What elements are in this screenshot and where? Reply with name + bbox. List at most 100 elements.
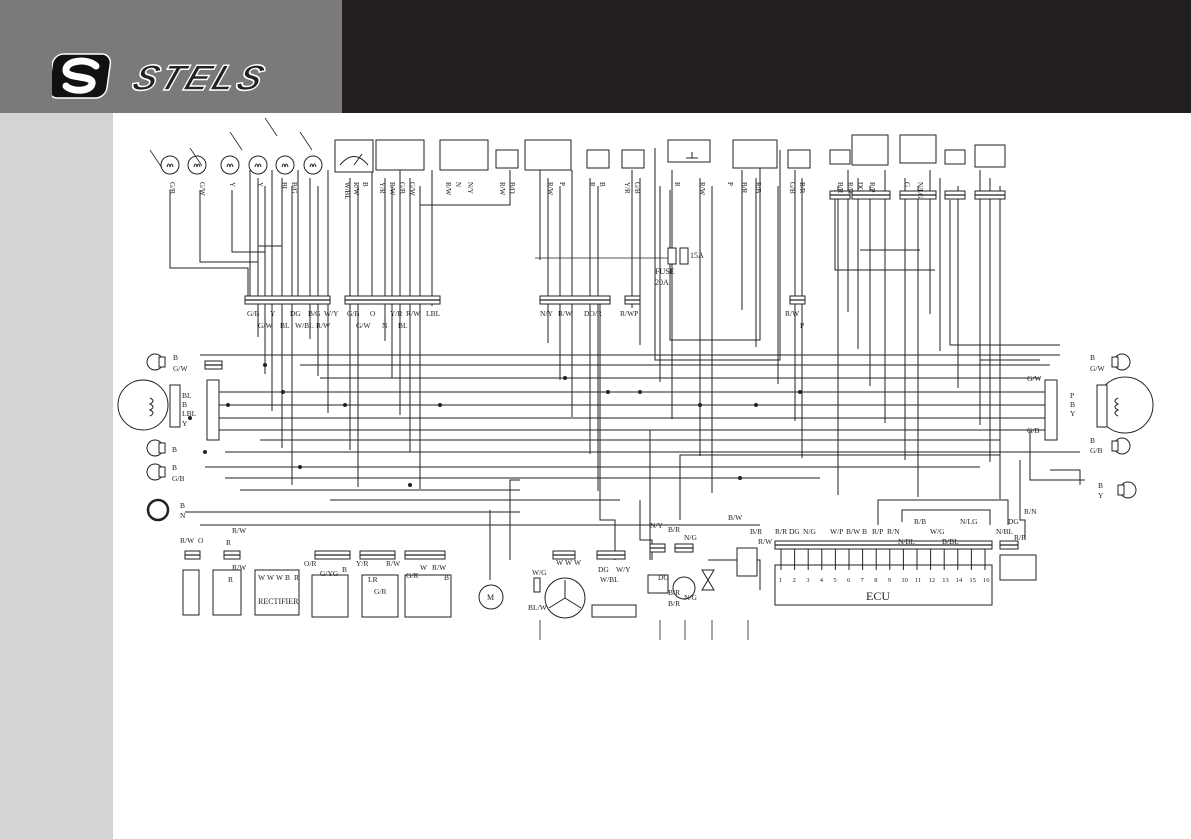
- bottom-wire-label: Y/R: [356, 559, 369, 568]
- lamp-wire-label: LBL: [182, 409, 197, 418]
- lamp-socket: [1111, 356, 1119, 368]
- left-harness-connector: [206, 379, 220, 441]
- bottom-wire-label: B: [285, 573, 290, 582]
- junction-dot: [563, 376, 567, 380]
- lamp-wire-label: B: [1090, 436, 1095, 445]
- wire: [199, 190, 258, 263]
- ecu-wire-label: N/BL: [898, 537, 916, 546]
- ecu-wire-label: R/P: [1014, 533, 1025, 542]
- lamp-wire-label: G/B: [172, 474, 185, 483]
- top-wire-label: BL: [280, 182, 288, 191]
- wire: [548, 597, 566, 609]
- wire: [231, 190, 265, 253]
- lamp-wire-label: N: [180, 511, 186, 520]
- top-wire-label: B/R: [740, 182, 748, 194]
- bottom-wire-label: W/G: [532, 568, 547, 577]
- connector-label: R/WP: [620, 309, 638, 318]
- top-wire-label: N: [454, 182, 462, 187]
- bottom-wire-label: B/R: [668, 588, 680, 597]
- sensor-block: [851, 134, 889, 166]
- sensor-connector: [829, 149, 851, 165]
- bulb-filament: [281, 163, 289, 168]
- connector-label: Y/R: [390, 309, 403, 318]
- bottom-wire-label: O: [198, 536, 204, 545]
- ecu-pin-number: 6: [847, 577, 851, 584]
- bottom-wire-label: N/G: [684, 533, 698, 542]
- junction-dot: [408, 483, 412, 487]
- wire: [1019, 460, 1026, 540]
- indicator-bulb-icon: [248, 155, 268, 175]
- bottom-wire-label: DG: [598, 565, 609, 574]
- ecu-wire-label: R/R: [775, 527, 787, 536]
- bottom-wire-label: B/R: [750, 527, 762, 536]
- switch-block: [439, 139, 489, 171]
- bulb-filament: [309, 163, 317, 168]
- indicator-bulb-icon: [303, 155, 323, 175]
- junction-dot: [343, 403, 347, 407]
- connector-label: G/B: [347, 309, 360, 318]
- brake-switch: [361, 574, 399, 618]
- sensor-connector: [944, 149, 966, 165]
- motor-label: M: [487, 593, 494, 602]
- ecu-pin-number: 13: [942, 577, 949, 584]
- top-wire-label: R/W: [444, 182, 452, 196]
- connector-label: R/W: [785, 309, 800, 318]
- ignition-switch: [524, 139, 572, 171]
- wire: [708, 559, 761, 590]
- ecu-wire-label: DG: [1008, 517, 1019, 526]
- top-wire-label: G/B: [398, 182, 406, 194]
- connector-label: P: [800, 321, 804, 330]
- connector-label: R/W: [316, 321, 331, 330]
- headlight-icon: [117, 379, 169, 431]
- wire: [299, 131, 313, 151]
- bottom-wire-label: B: [444, 573, 449, 582]
- ecu-wire-label: N/BL: [996, 527, 1014, 536]
- indicator-bulb-icon: [220, 155, 240, 175]
- ecu-wire-label: B/W: [846, 527, 861, 536]
- ecu-pin-number: 9: [888, 577, 891, 584]
- connector-label: R/W: [406, 309, 421, 318]
- key-switch-block: [212, 569, 242, 616]
- connector-label: Y: [270, 309, 276, 318]
- ecu-label: ECU: [866, 589, 890, 603]
- bottom-wire-label: W/Y: [616, 565, 631, 574]
- connector-label: BL: [280, 321, 290, 330]
- lamp-socket: [158, 442, 166, 454]
- ecu-wire-label: N/G: [803, 527, 817, 536]
- bottom-wire-label: O/R: [304, 559, 317, 568]
- switch-icon: [586, 149, 610, 169]
- bottom-wire-label: R/W: [432, 563, 447, 572]
- junction-dot: [754, 403, 758, 407]
- bottom-wire-label: W: [258, 573, 266, 582]
- connector-label: BL: [398, 321, 408, 330]
- ecu-pin-number: 16: [983, 577, 990, 584]
- wire: [264, 117, 278, 137]
- lamp-wire-label: B: [173, 353, 178, 362]
- battery-icon: [667, 139, 711, 163]
- fuse-15a-icon: [679, 247, 689, 265]
- ecu-pin-number: 15: [969, 577, 976, 584]
- connector-label: O: [370, 309, 376, 318]
- switch-block: [375, 139, 425, 171]
- top-wire-label: N/LG: [916, 182, 924, 198]
- wire: [189, 147, 203, 167]
- bulb-filament: [226, 163, 234, 168]
- connector-label: DO/R: [584, 309, 602, 318]
- bottom-wire-label: W: [565, 558, 573, 567]
- junction-dot: [298, 465, 302, 469]
- top-wire-label: R/W: [498, 182, 506, 196]
- fuse-label: FUSE: [655, 267, 675, 276]
- indicator-bulb-icon: [187, 155, 207, 175]
- stels-logo: STELS: [52, 53, 274, 99]
- wire: [834, 190, 935, 271]
- ecu-wire-label: B/BL: [942, 537, 959, 546]
- bulb-filament: [254, 163, 262, 168]
- ecu-pin-number: 5: [833, 577, 836, 584]
- wire: [654, 148, 781, 361]
- top-wire-label: G/W: [408, 182, 416, 196]
- aux-connector: [999, 554, 1037, 581]
- lamp-wire-label: G/W: [173, 364, 189, 373]
- bottom-wire-label: R/W: [180, 536, 195, 545]
- horn-icon: [146, 498, 170, 522]
- switch-icon: [787, 149, 811, 169]
